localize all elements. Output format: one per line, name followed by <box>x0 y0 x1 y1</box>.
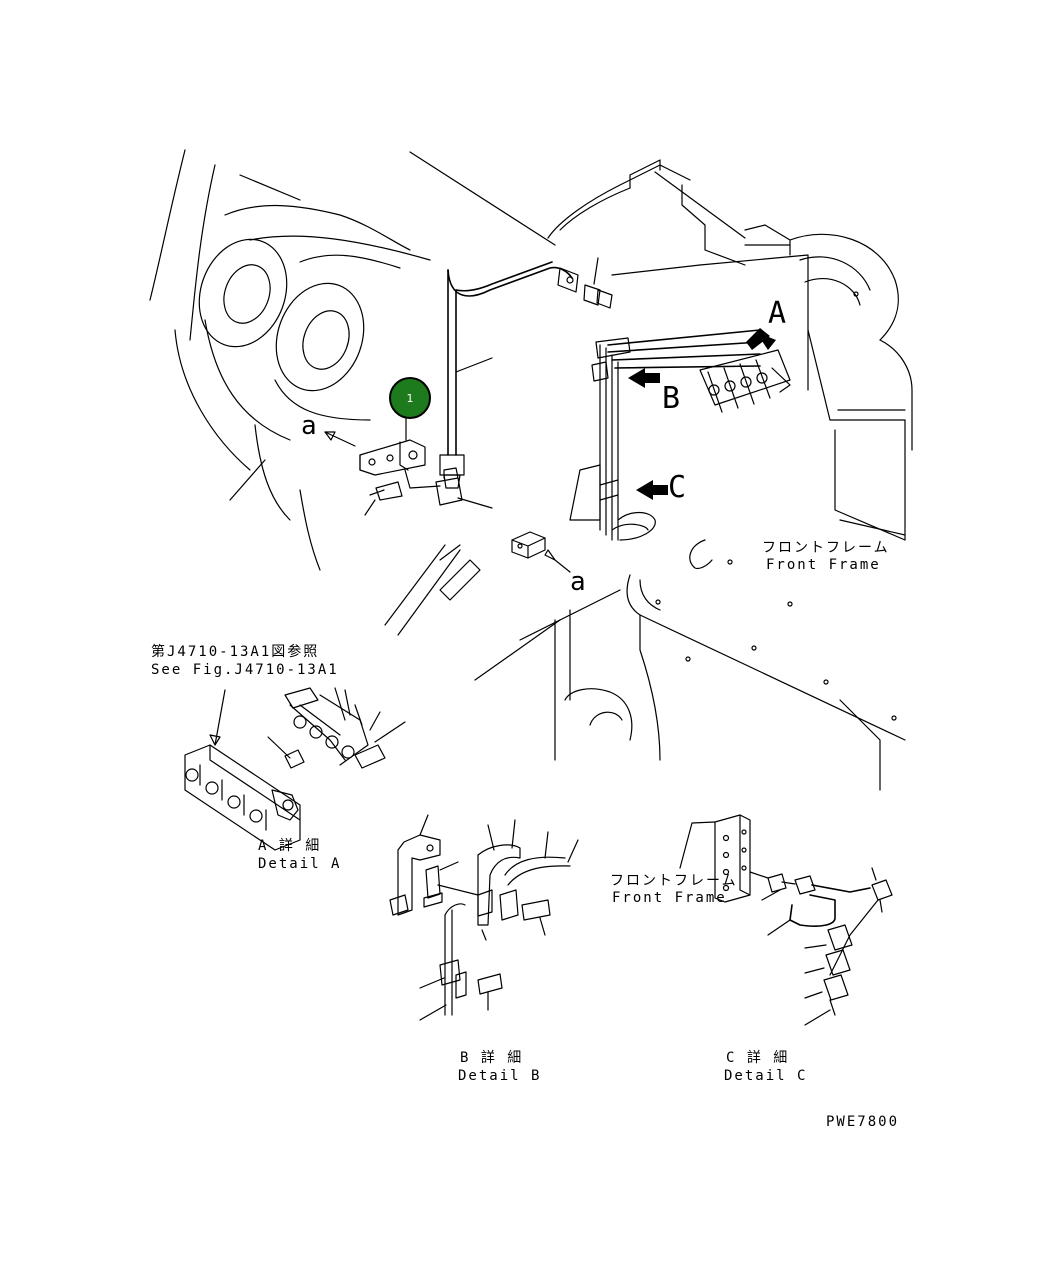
reference-jp: 第J4710-13A1図参照 <box>151 643 319 660</box>
hydraulic-pipes <box>324 257 791 573</box>
view-label-a: A <box>768 296 786 331</box>
detail-b-drawing <box>389 814 579 1021</box>
callout-1[interactable]: 1 <box>389 377 431 419</box>
marker-a-left: a <box>301 411 317 441</box>
view-label-b: B <box>662 381 680 416</box>
frame-structure <box>149 149 913 791</box>
marker-a-right: a <box>570 567 586 597</box>
detail-a-drawing <box>184 687 406 851</box>
reference-en: See Fig.J4710-13A1 <box>151 662 339 678</box>
detail-b-en: Detail B <box>458 1068 541 1084</box>
detail-a-en: Detail A <box>258 856 341 872</box>
callout-circle <box>389 377 431 419</box>
callout-number: 1 <box>407 392 414 405</box>
drawing-code: PWE7800 <box>826 1114 899 1130</box>
detail-c-en: Detail C <box>724 1068 807 1084</box>
view-arrows <box>628 328 776 500</box>
detail-c-jp: C 詳 細 <box>726 1050 789 1066</box>
arrow-c-icon <box>636 480 668 500</box>
front-frame-jp: フロントフレーム <box>762 540 890 556</box>
detail-b-jp: B 詳 細 <box>460 1050 523 1066</box>
front-frame-c-en: Front Frame <box>612 890 727 906</box>
view-label-c: C <box>668 470 686 505</box>
detail-c-drawing <box>679 814 893 1026</box>
front-frame-c-jp: フロントフレーム <box>610 873 738 889</box>
front-frame-en: Front Frame <box>766 557 881 573</box>
detail-a-jp: A 詳 細 <box>258 838 321 854</box>
arrow-b-icon <box>628 368 660 388</box>
